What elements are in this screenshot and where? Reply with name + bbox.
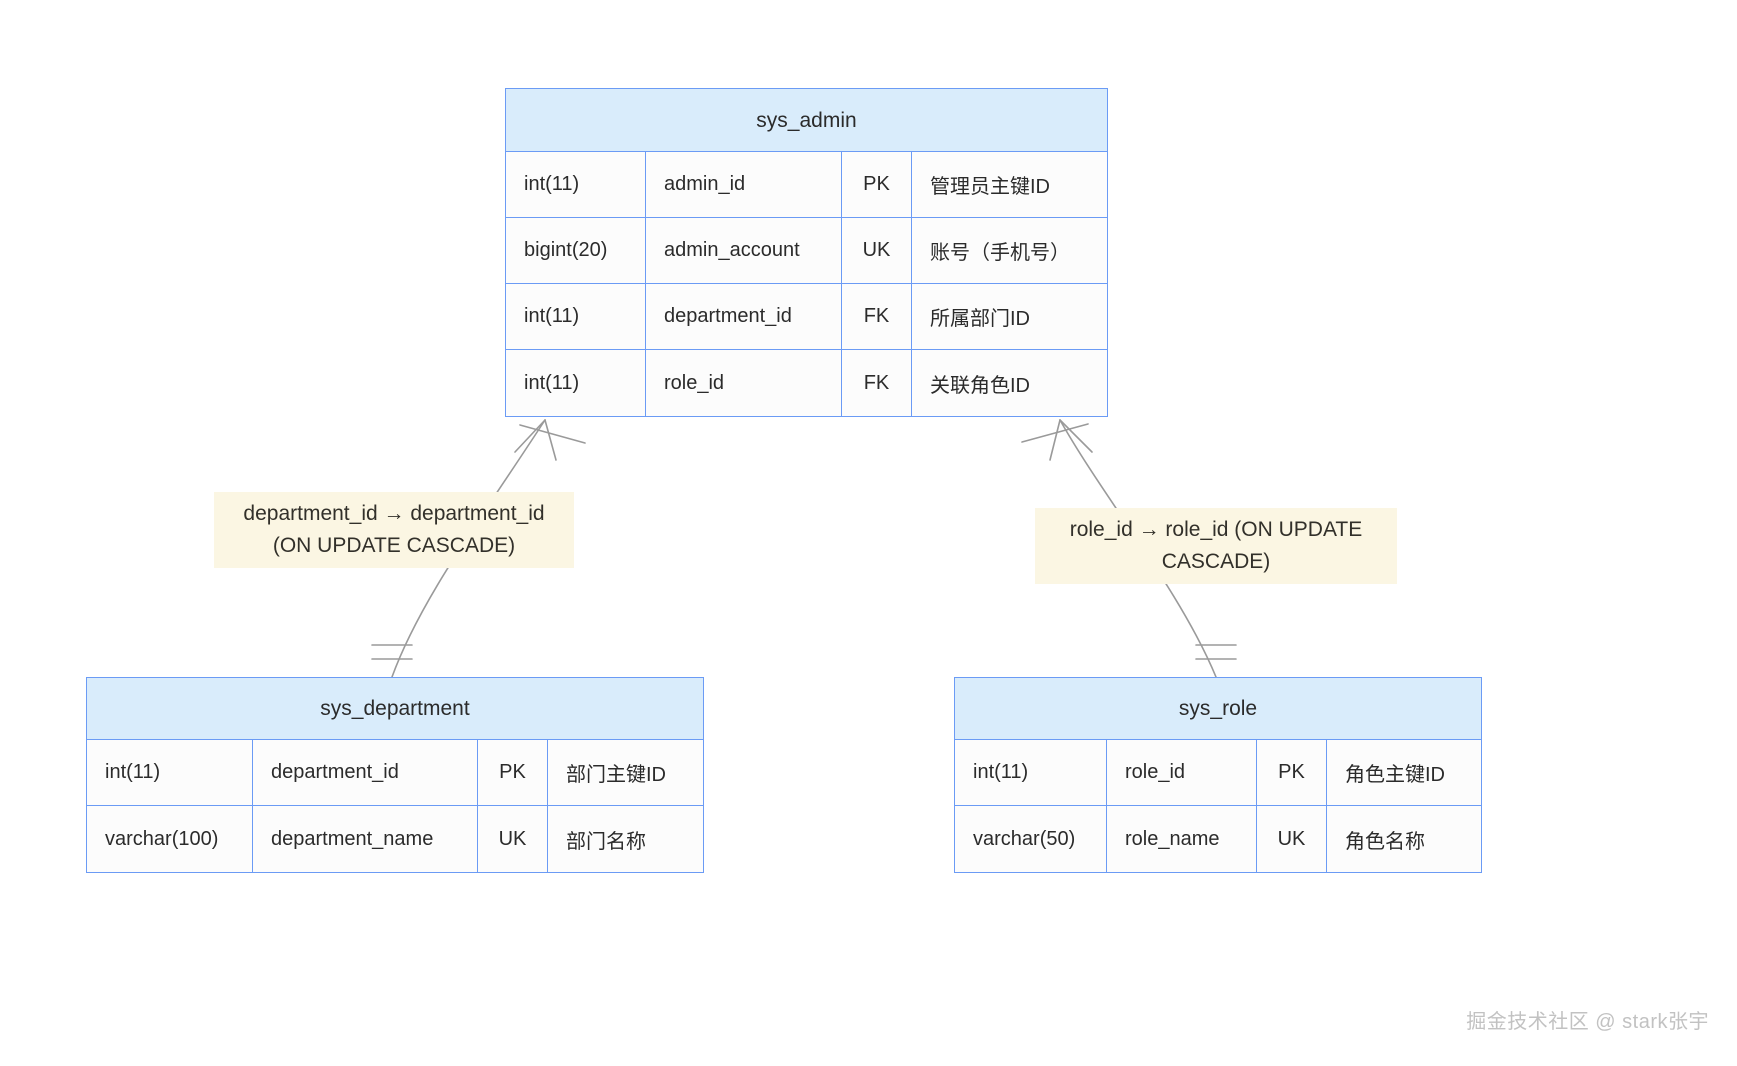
- column-type: int(11): [955, 740, 1107, 805]
- relationship-label-department: department_id → department_id (ON UPDATE…: [214, 492, 574, 568]
- column-comment: 角色主键ID: [1345, 764, 1445, 786]
- entity-title-sys-role: sys_role: [955, 678, 1481, 740]
- entity-title-sys-admin: sys_admin: [506, 89, 1107, 152]
- crowsfoot-admin-department-a: [514, 419, 546, 453]
- table-row: int(11) department_id FK 所属部门ID: [506, 284, 1107, 350]
- table-row: int(11) department_id PK 部门主键ID: [87, 740, 703, 806]
- relationship-label-role: role_id → role_id (ON UPDATE CASCADE): [1035, 508, 1397, 584]
- column-key: FK: [842, 284, 912, 349]
- column-type: int(11): [506, 350, 646, 416]
- crowsfoot-admin-role-a: [1059, 419, 1093, 453]
- column-comment: 账号（手机号）: [930, 242, 1070, 264]
- table-row: int(11) role_id PK 角色主键ID: [955, 740, 1481, 806]
- table-row: varchar(100) department_name UK 部门名称: [87, 806, 703, 872]
- column-name: role_id: [1107, 740, 1257, 805]
- column-name: department_id: [253, 740, 478, 805]
- column-comment: 角色名称: [1345, 830, 1425, 853]
- column-key: UK: [478, 806, 548, 872]
- table-row: int(11) role_id FK 关联角色ID: [506, 350, 1107, 416]
- column-comment: 部门名称: [566, 830, 646, 853]
- column-key: UK: [1257, 806, 1327, 872]
- column-type: int(11): [506, 284, 646, 349]
- column-type: int(11): [506, 152, 646, 217]
- column-name: admin_id: [646, 152, 842, 217]
- column-key: PK: [478, 740, 548, 805]
- entity-sys-admin[interactable]: sys_admin int(11) admin_id PK 管理员主键ID bi…: [505, 88, 1108, 417]
- column-type: int(11): [87, 740, 253, 805]
- column-type: varchar(50): [955, 806, 1107, 872]
- column-key: FK: [842, 350, 912, 416]
- column-key: PK: [842, 152, 912, 217]
- crowsfoot-admin-role-b: [1049, 419, 1061, 461]
- table-row: int(11) admin_id PK 管理员主键ID: [506, 152, 1107, 218]
- column-name: department_id: [646, 284, 842, 349]
- column-key: PK: [1257, 740, 1327, 805]
- entity-sys-department[interactable]: sys_department int(11) department_id PK …: [86, 677, 704, 873]
- column-name: role_name: [1107, 806, 1257, 872]
- column-name: admin_account: [646, 218, 842, 283]
- table-row: varchar(50) role_name UK 角色名称: [955, 806, 1481, 872]
- column-name: role_id: [646, 350, 842, 416]
- entity-title-sys-department: sys_department: [87, 678, 703, 740]
- column-type: bigint(20): [506, 218, 646, 283]
- column-name: department_name: [253, 806, 478, 872]
- column-key: UK: [842, 218, 912, 283]
- column-comment: 所属部门ID: [930, 308, 1030, 330]
- column-comment: 部门主键ID: [566, 764, 666, 786]
- crowsfoot-admin-department-c: [519, 424, 586, 444]
- entity-sys-role[interactable]: sys_role int(11) role_id PK 角色主键ID varch…: [954, 677, 1482, 873]
- column-type: varchar(100): [87, 806, 253, 872]
- crowsfoot-admin-role-c: [1021, 423, 1089, 443]
- crowsfoot-admin-department-b: [544, 419, 557, 461]
- table-row: bigint(20) admin_account UK 账号（手机号）: [506, 218, 1107, 284]
- column-comment: 管理员主键ID: [930, 176, 1050, 198]
- entity-rows-sys-department: int(11) department_id PK 部门主键ID varchar(…: [87, 740, 703, 872]
- watermark: 掘金技术社区 @ stark张宇: [1466, 1011, 1709, 1033]
- column-comment: 关联角色ID: [930, 374, 1030, 397]
- entity-rows-sys-role: int(11) role_id PK 角色主键ID varchar(50) ro…: [955, 740, 1481, 872]
- entity-rows-sys-admin: int(11) admin_id PK 管理员主键ID bigint(20) a…: [506, 152, 1107, 416]
